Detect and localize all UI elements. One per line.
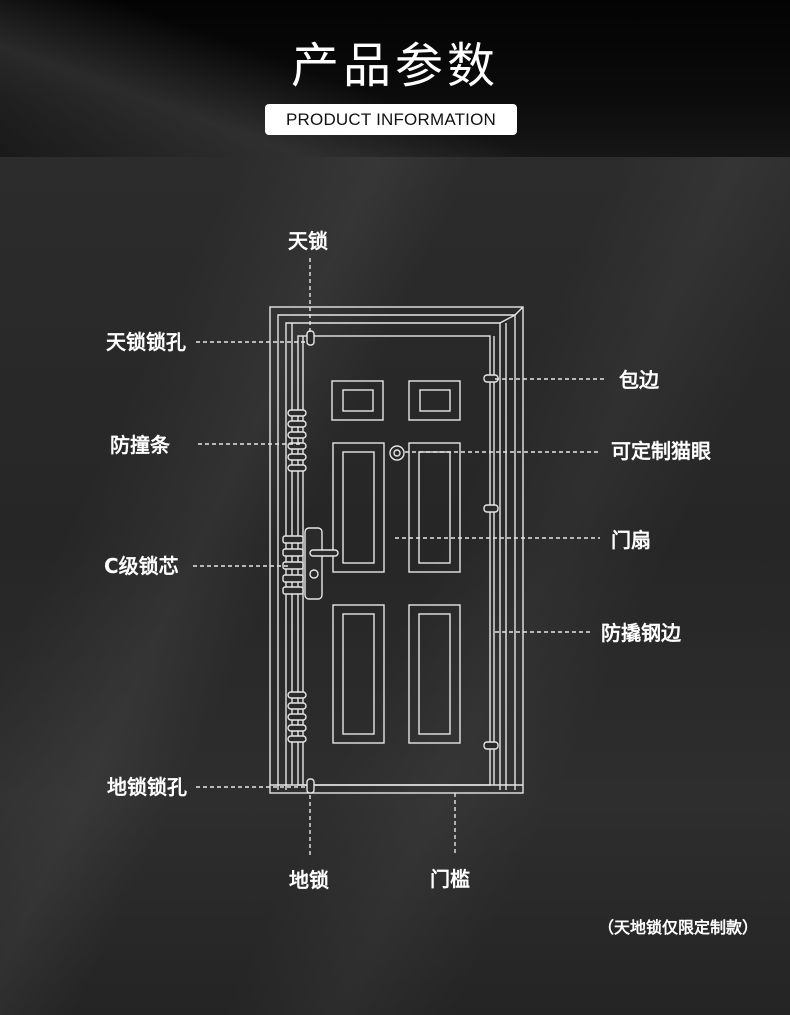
bolt [282, 548, 304, 557]
hinge-bottom [483, 741, 499, 750]
label-top-lock: 天锁 [288, 229, 328, 253]
strip [287, 691, 307, 699]
strip [287, 409, 307, 417]
panel-bottom-right [408, 604, 461, 744]
panel-top-right [408, 380, 461, 421]
panel-middle-left-inner [342, 451, 375, 564]
label-door-leaf: 门扇 [611, 528, 651, 552]
strip [287, 724, 307, 732]
peephole-lens [393, 449, 401, 457]
strip [287, 464, 307, 472]
bottom-lock-bolt [306, 778, 315, 794]
anti-collision-strips-top [287, 409, 307, 472]
leader-lines [193, 258, 605, 855]
handle-lever [309, 549, 339, 557]
frame-middle [277, 314, 516, 790]
hinges [483, 374, 499, 750]
handle-plate [304, 527, 323, 600]
strip [287, 420, 307, 428]
door-leaf-outline [297, 335, 491, 786]
peephole-icon [389, 445, 405, 461]
label-anti-pry-edge: 防撬钢边 [601, 621, 681, 645]
bolt [282, 561, 304, 570]
page-title: 产品参数 [290, 38, 499, 94]
panel-bottom-right-inner [418, 613, 451, 735]
header-banner: 产品参数 PRODUCT INFORMATION [0, 0, 790, 157]
label-peephole: 可定制猫眼 [611, 439, 711, 463]
diagram-background [0, 157, 790, 1015]
panel-top-right-inner [419, 389, 451, 412]
panel-top-left [331, 380, 384, 421]
label-threshold: 门槛 [430, 867, 470, 891]
panel-bottom-left [332, 604, 385, 744]
frame-bevel-top-right [514, 306, 524, 316]
label-bottom-lock-hole: 地锁锁孔 [107, 775, 187, 799]
strip [287, 735, 307, 743]
panel-middle-right [408, 442, 461, 573]
panel-middle-right-inner [418, 451, 451, 564]
door-leaf [297, 335, 495, 786]
label-lock-cylinder: C级锁芯 [104, 554, 179, 578]
subtitle-badge: PRODUCT INFORMATION [265, 104, 517, 135]
label-bottom-lock: 地锁 [289, 868, 329, 892]
top-lock-bolt [306, 330, 315, 346]
hinge-middle [483, 504, 499, 513]
label-anti-collision-strip: 防撞条 [110, 433, 170, 457]
bolt [282, 574, 304, 583]
strip [287, 702, 307, 710]
panel-top-left-inner [342, 389, 374, 412]
label-top-lock-hole: 天锁锁孔 [106, 330, 186, 354]
bolt [282, 535, 304, 544]
keyhole-icon [309, 569, 319, 579]
panel-bottom-left-inner [342, 613, 375, 735]
frame-outer [269, 306, 524, 794]
strip [287, 453, 307, 461]
anti-collision-strips-bottom [287, 691, 307, 743]
footnote: （天地锁仅限定制款） [598, 918, 759, 937]
frame-bevel-inner [499, 314, 516, 324]
panel-middle-left [332, 442, 385, 573]
bolt [282, 586, 304, 595]
label-edging: 包边 [619, 368, 659, 392]
strip [287, 431, 307, 439]
lock-bolts [282, 535, 304, 595]
strip [287, 713, 307, 721]
